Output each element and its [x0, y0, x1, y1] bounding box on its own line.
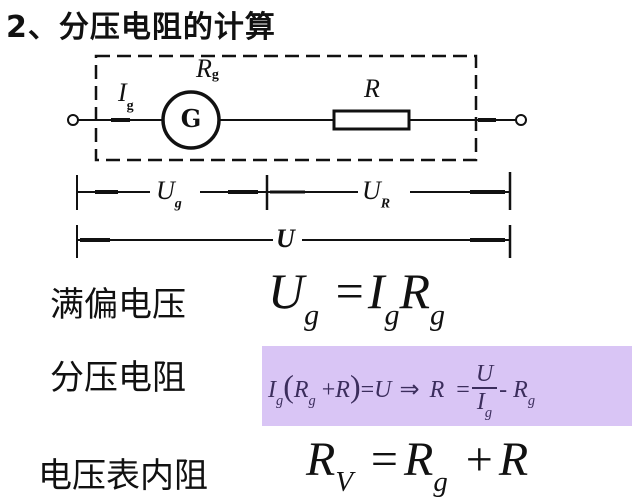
formula-highlight-box	[262, 346, 632, 426]
total-voltage-label: U	[276, 224, 295, 253]
resistor-icon	[332, 109, 411, 131]
voltage-divider-resistor-label: 分压电阻	[50, 358, 186, 398]
galvanometer-voltage-label: Ug	[156, 176, 182, 212]
voltmeter-internal-resistance-formula: RV =Rg +R	[306, 433, 529, 498]
galvanometer-resistance-label: Rg	[196, 54, 219, 83]
current-label: Ig	[118, 78, 134, 114]
resistor-label: R	[364, 74, 380, 103]
galvanometer-symbol: G	[180, 104, 202, 133]
left-terminal-icon	[67, 114, 79, 126]
section-title: 2、分压电阻的计算	[6, 10, 276, 45]
right-terminal-icon	[515, 114, 527, 126]
full-scale-voltage-formula: Ug =IgRg	[268, 263, 446, 332]
galvanometer-icon	[161, 90, 221, 150]
full-scale-voltage-label: 满偏电压	[50, 285, 186, 325]
resistor-voltage-label: UR	[362, 176, 391, 212]
dashed-enclosure	[94, 54, 478, 162]
voltmeter-circuit-diagram	[67, 54, 527, 258]
voltmeter-internal-resistance-label: 电压表内阻	[38, 456, 208, 496]
